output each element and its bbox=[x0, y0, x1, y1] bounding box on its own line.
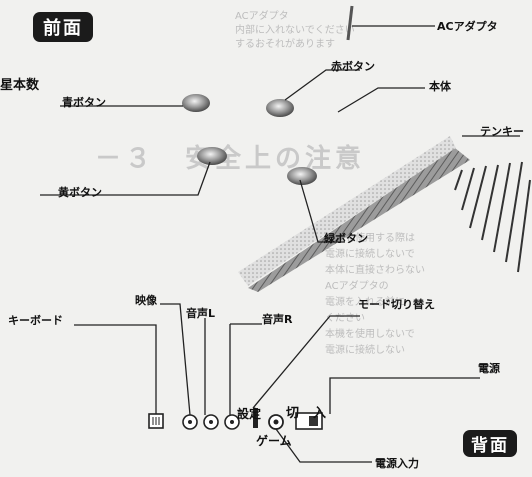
ac-adapter-cord bbox=[346, 5, 354, 41]
power-input-leader bbox=[275, 428, 372, 463]
tenkey-label: テンキー bbox=[480, 125, 524, 138]
power-leader bbox=[329, 377, 480, 414]
mode-switch-label: モード切り替え bbox=[358, 298, 435, 311]
mode-switch-leader bbox=[252, 315, 360, 409]
bleed-through-right-6: ください bbox=[325, 313, 365, 324]
audio-r-label: 音声R bbox=[262, 313, 293, 326]
bleed-through-top-2: 内部に入れないでください bbox=[235, 25, 355, 36]
bleed-through-right-7: 本機を使用しないで bbox=[325, 329, 415, 340]
keyboard-label: キーボード bbox=[8, 314, 63, 327]
bleed-through-right-5: 電源を入れる前に bbox=[325, 297, 405, 308]
bleed-through-top-1: ACアダプタ bbox=[235, 11, 289, 22]
bleed-through-title: －３ 安全上の注意 bbox=[95, 144, 366, 174]
bleed-through-right-8: 電源に接続しない bbox=[325, 345, 405, 356]
power-label: 電源 bbox=[478, 362, 500, 375]
blue-button-label: 青ボタン bbox=[62, 96, 106, 109]
body-label: 本体 bbox=[429, 80, 451, 93]
green-button-label: 緑ボタン bbox=[324, 232, 368, 245]
bleed-through-top-3: するおそれがあります bbox=[235, 39, 335, 50]
switch-on-label: 入 bbox=[313, 406, 327, 421]
audio-l-label: 音声L bbox=[186, 307, 216, 320]
yellow-button-leader bbox=[40, 161, 211, 196]
keyboard-leader bbox=[74, 324, 157, 414]
bleed-through-right-2: 電源に接続しないで bbox=[325, 249, 415, 260]
blue-button-shape bbox=[182, 94, 210, 112]
front-section-tag: 前面 bbox=[33, 12, 93, 42]
left-fragment-text: 星本数 bbox=[0, 78, 40, 93]
ac-adapter-label: ACアダプタ bbox=[437, 20, 498, 33]
bleed-through-right-1: 本機を使用する際は bbox=[325, 233, 415, 244]
mode-switch-slider bbox=[253, 408, 258, 428]
yellow-button-shape bbox=[197, 147, 227, 165]
bleed-through-right-3: 本体に直接さわらない bbox=[325, 265, 425, 276]
tenkey-keys bbox=[454, 161, 531, 273]
console-body-top bbox=[238, 136, 456, 286]
red-button-shape bbox=[266, 99, 294, 117]
power-input-label: 電源入力 bbox=[375, 457, 419, 470]
body-leader bbox=[337, 87, 425, 113]
audio-r-leader bbox=[229, 323, 262, 415]
red-button-label: 赤ボタン bbox=[331, 60, 375, 73]
console-body-edge bbox=[248, 148, 470, 292]
green-button-leader bbox=[299, 179, 345, 243]
red-button-leader bbox=[284, 69, 360, 101]
video-leader bbox=[160, 303, 191, 416]
game-label: ゲーム bbox=[256, 434, 292, 448]
yellow-button-label: 黄ボタン bbox=[58, 186, 102, 199]
back-section-tag: 背面 bbox=[463, 430, 517, 457]
setting-label: 設定 bbox=[237, 407, 262, 421]
green-button-shape bbox=[287, 167, 317, 185]
switch-off-label: 切 bbox=[286, 406, 300, 421]
bleed-through-right-4: ACアダプタの bbox=[325, 281, 389, 292]
video-label: 映像 bbox=[135, 294, 157, 307]
